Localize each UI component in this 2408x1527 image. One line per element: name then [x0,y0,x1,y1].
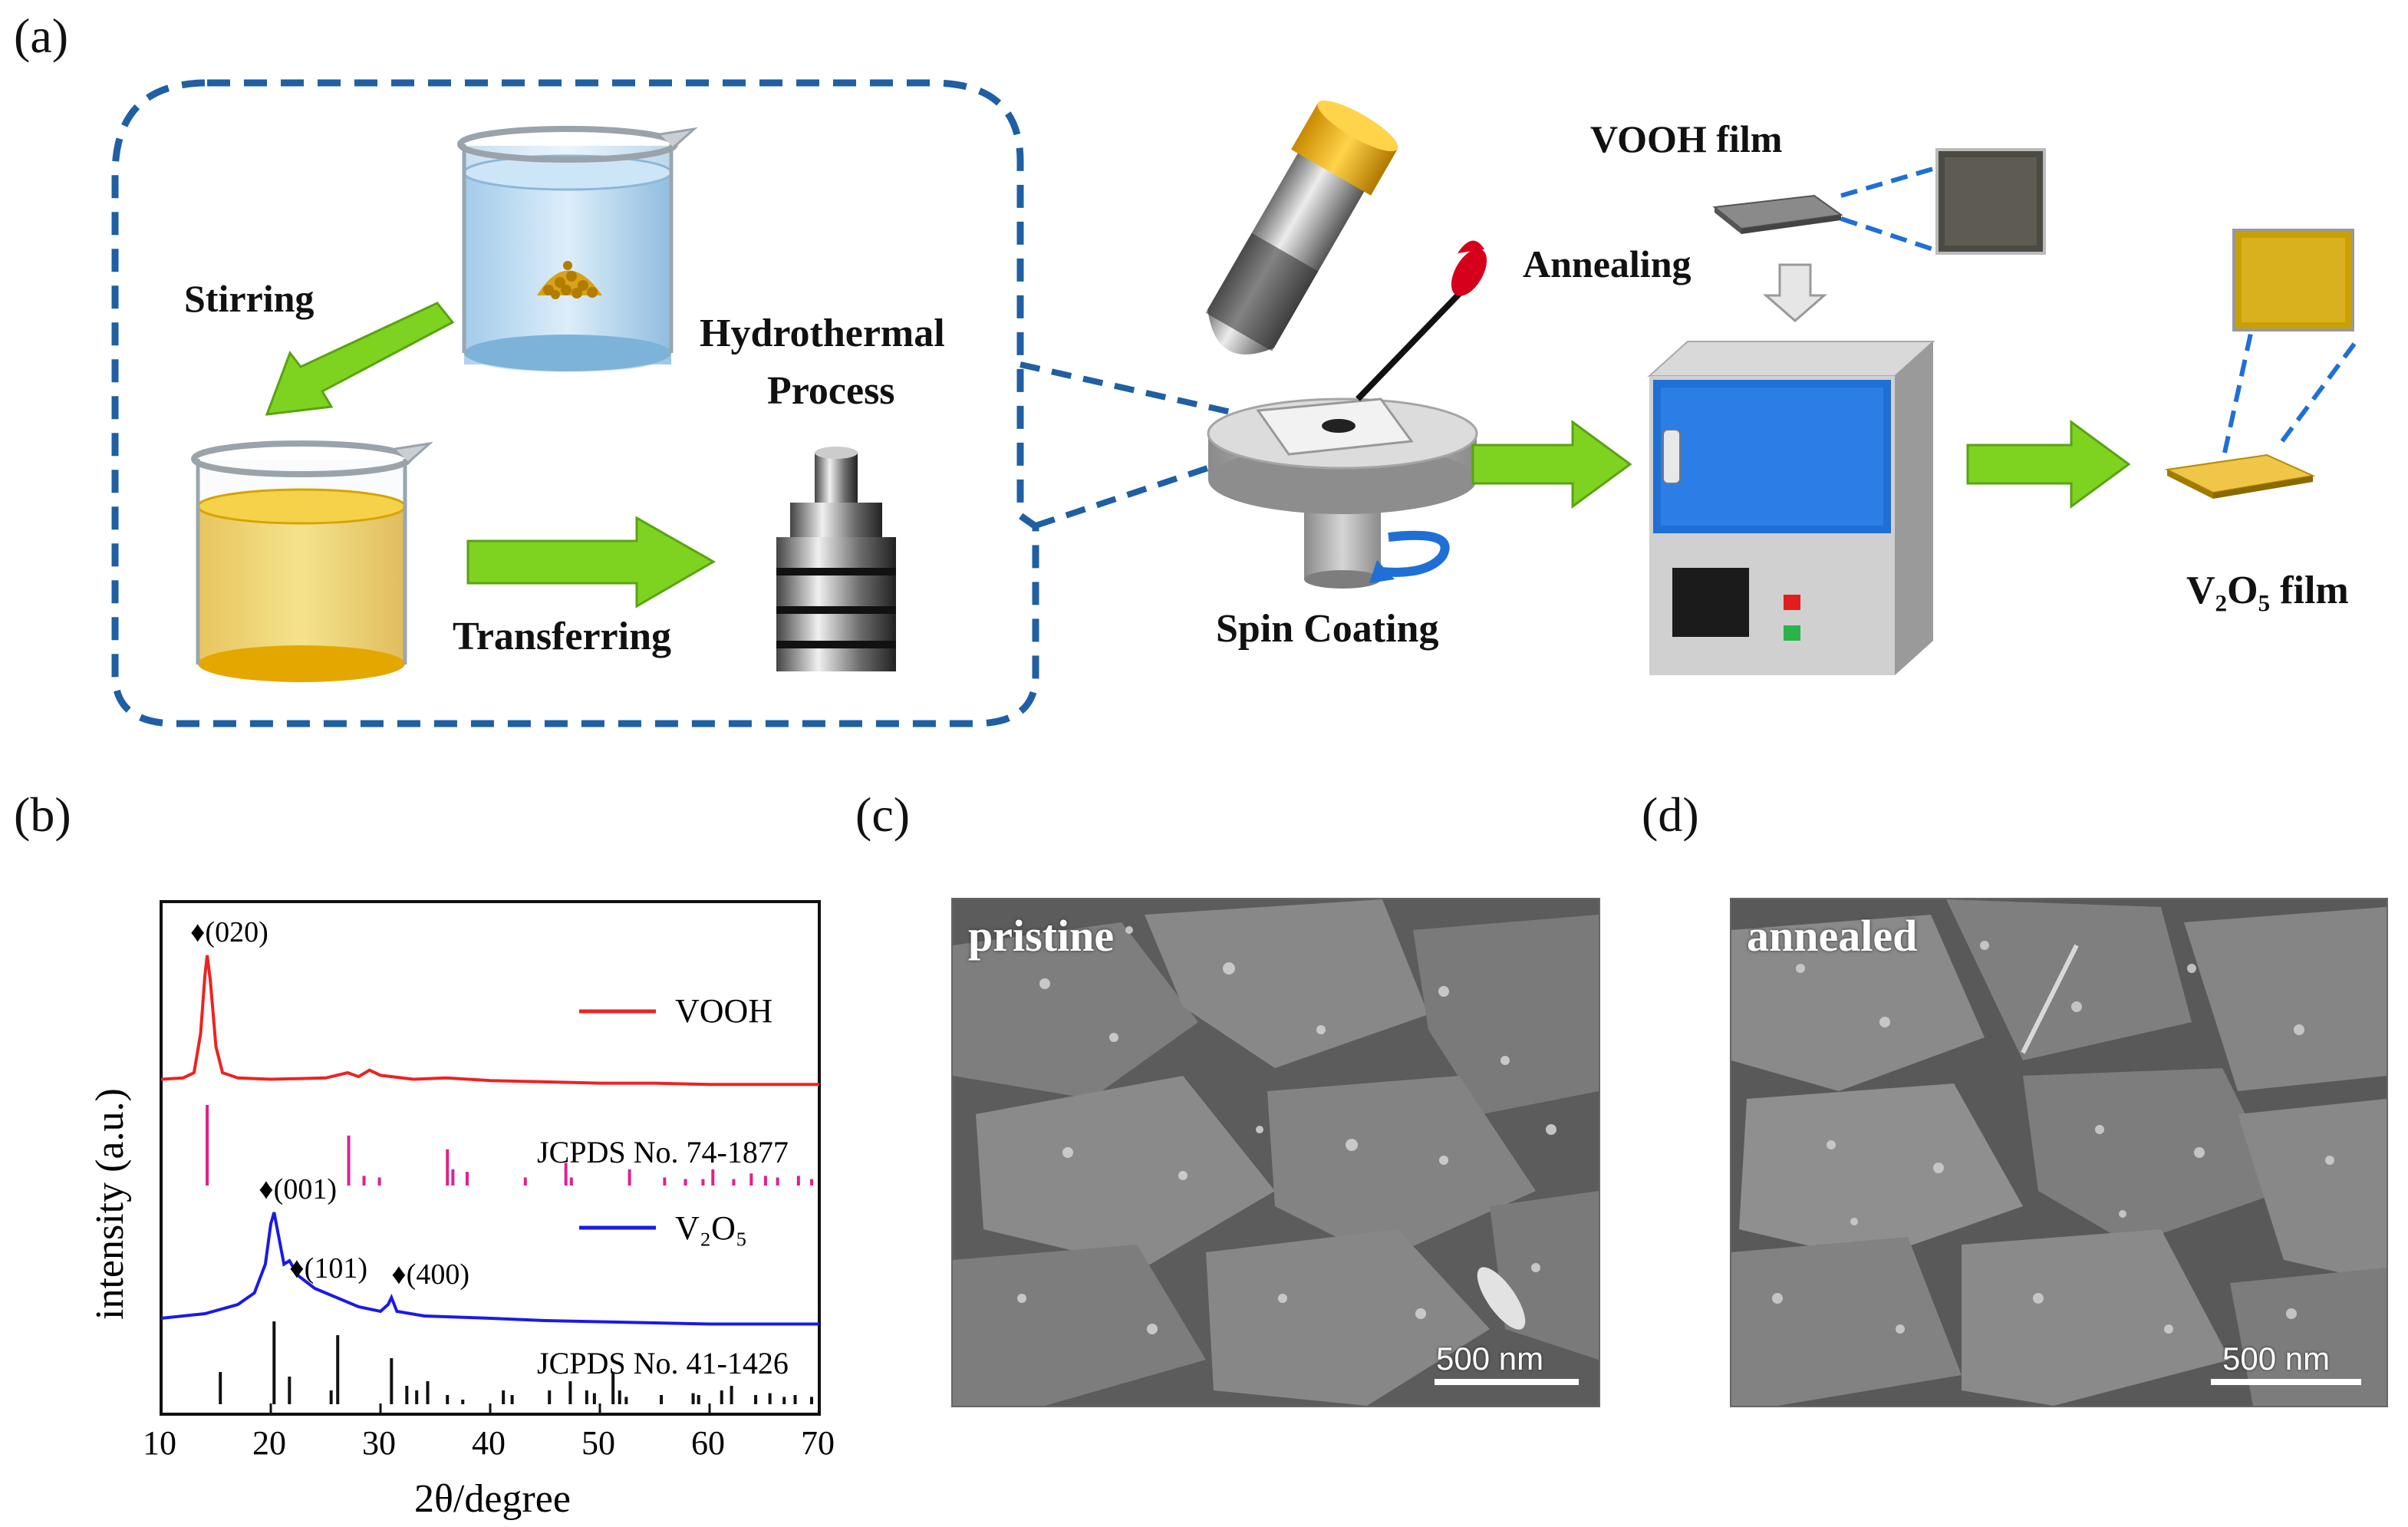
xrd-ref1-label: JCPDS No. 74-1877 [537,1135,789,1169]
dash-connector-upper [1020,361,1259,421]
xrd-x-label: 2θ/degree [414,1477,571,1521]
v2o5-zoom-line-left [2222,329,2254,453]
autoclave [776,447,896,671]
v2o5-zoom-line-right [2280,336,2361,443]
arrow-to-film [1966,420,2131,509]
xrd-x-tick-label: 30 [362,1424,396,1462]
xrd-peak-label: ♦(001) [259,1173,337,1205]
xrd-chart: intensity (a.u.) 2θ/degree JCPDS No. 74-… [88,900,835,1521]
test-tube [1205,101,1398,355]
xrd-x-tick-label: 20 [252,1424,286,1462]
xrd-series-line-1 [160,1212,819,1326]
label-hydrothermal: Hydrothermal [700,312,945,355]
scalebar-text-annealed: 500 nm [2222,1341,2331,1377]
process-dashed-box [111,79,1039,727]
panel-b-label: (b) [14,787,71,842]
sem-label-pristine: pristine [968,911,1115,961]
vooh-film [1712,194,1843,234]
arrow-to-oven [1471,420,1632,509]
xrd-x-tick-label: 70 [801,1424,835,1462]
beaker-solution [191,440,433,682]
arrow-stirring [265,302,455,416]
xrd-ref2-label: JCPDS No. 41-1426 [537,1346,789,1380]
xrd-peak-label: ♦(400) [391,1258,469,1291]
sem-label-annealed: annealed [1747,911,1918,961]
xrd-legend-v2o5: V₂O₅ [675,1209,747,1247]
scalebar-annealed [2211,1379,2361,1385]
xrd-peak-label: ♦(101) [289,1252,367,1285]
panel-c-label: (c) [855,787,911,842]
xrd-y-label: intensity (a.u.) [88,1088,132,1320]
sem-texture-pristine [953,899,1599,1406]
dropper [1356,240,1487,401]
label-v2o5-film: V₂O₅ film [2186,569,2349,612]
v2o5-film [2164,453,2316,499]
panel-a-label: (a) [14,8,69,63]
scalebar-text-pristine: 500 nm [1436,1341,1544,1377]
arrow-transferring [466,516,716,608]
beaker-precursor [457,126,698,372]
label-vooh-film: VOOH film [1590,117,1783,160]
xrd-legend-vooh: VOOH [675,992,772,1030]
xrd-x-tick-label: 50 [581,1424,615,1462]
scalebar-pristine [1435,1379,1579,1385]
furnace [1647,341,1935,675]
panel-d-label: (d) [1642,787,1699,842]
xrd-series-line-0 [160,955,819,1087]
xrd-peak-label: ♦(020) [190,916,268,948]
panel-a-schematic [111,79,2361,727]
spin-coater [1207,397,1478,589]
sem-image-pristine: pristine 500 nm [951,898,1600,1407]
label-transferring: Transferring [453,615,671,658]
xrd-x-tick-label: 60 [691,1424,725,1462]
label-stirring: Stirring [184,277,315,320]
label-process: Process [767,369,895,413]
label-spin-coating: Spin Coating [1216,607,1439,651]
xrd-x-tick-label: 40 [472,1424,506,1462]
xrd-x-tick-label: 10 [143,1424,176,1462]
sem-texture-annealed [1731,899,2387,1406]
annealing-arrow [1762,263,1828,322]
vooh-zoom-line-top [1840,167,1934,198]
sem-image-annealed: annealed 500 nm [1730,898,2388,1407]
label-annealing: Annealing [1523,242,1692,285]
vooh-zoom-line-bottom [1840,216,1934,252]
